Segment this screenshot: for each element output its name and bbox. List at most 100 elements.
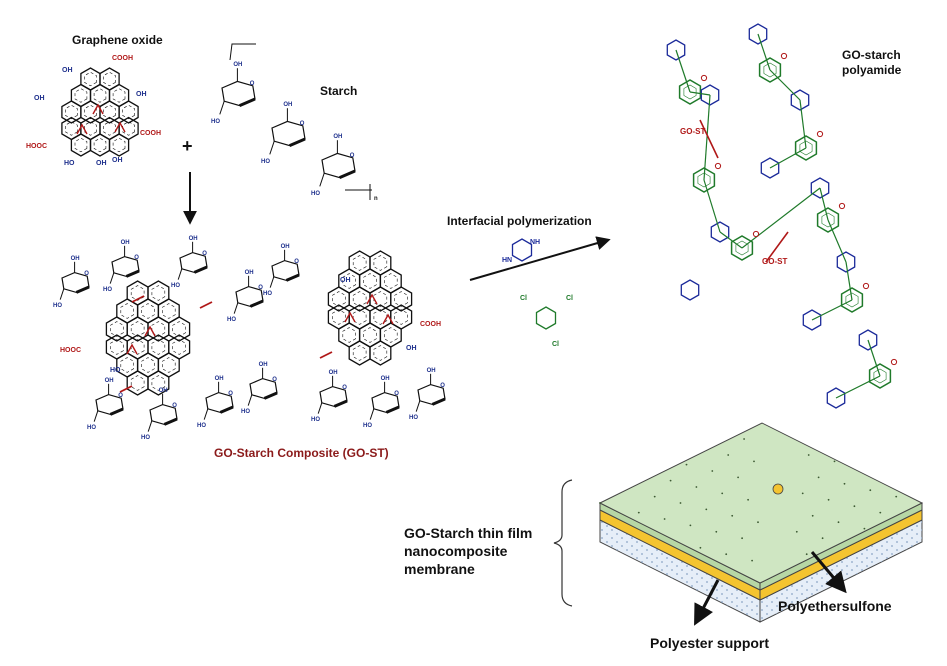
aromatic-inner	[74, 137, 88, 153]
aromatic-inner	[84, 71, 97, 87]
ester-link	[199, 301, 213, 309]
surface-pore	[895, 495, 898, 498]
membrane-label-line2: nanocomposite	[404, 543, 508, 559]
amide-bond	[845, 261, 853, 301]
ring-wedge	[239, 97, 256, 107]
nh-label: NH	[530, 239, 540, 246]
epoxide-bridge	[92, 103, 104, 115]
surface-pore	[663, 518, 666, 520]
ring-wedge	[109, 407, 124, 416]
carboxyl-label: COOH	[420, 321, 441, 328]
surface-pore	[795, 530, 798, 533]
atom-label: OH	[281, 244, 290, 250]
go-st-link	[765, 231, 789, 263]
aromatic-inner	[93, 88, 107, 103]
atom-label: HO	[141, 435, 150, 441]
substituent-bond	[233, 302, 239, 314]
surface-pore	[757, 521, 759, 524]
hydroxyl-label: OH	[62, 67, 73, 74]
aromatic-inner	[151, 339, 166, 355]
atom-label: OH	[329, 370, 338, 376]
surface-pore	[821, 537, 824, 540]
surface-pore	[689, 524, 692, 527]
benzene-inner	[821, 212, 835, 228]
aromatic-inner	[172, 321, 186, 337]
aromatic-inner	[332, 309, 346, 325]
atom-label: HO	[409, 415, 418, 421]
aromatic-inner	[130, 339, 145, 355]
surface-pore	[731, 514, 734, 517]
chloride-label: Cl	[520, 295, 527, 302]
polyethersulfone-label: Polyethersulfone	[778, 598, 892, 614]
benzene-inner	[683, 84, 697, 100]
aromatic-inner	[103, 121, 116, 136]
aromatic-inner	[112, 88, 126, 103]
aromatic-ring	[147, 370, 170, 396]
atom-label: OH	[71, 256, 80, 262]
surface-pore	[843, 482, 846, 485]
atom-label: OH	[233, 62, 242, 68]
benzene-inner	[735, 240, 749, 256]
amide-bond	[703, 94, 711, 181]
hydroxyl-label: HO	[64, 160, 75, 167]
amide-bond	[703, 179, 721, 233]
epoxide-bridge	[366, 293, 378, 305]
ring-oxygen: O	[272, 377, 277, 383]
benzene-ring	[678, 79, 702, 105]
carboxyl-label: HOOC	[26, 143, 47, 150]
hydroxyl-label: OH	[112, 157, 123, 164]
piperazine-ring	[810, 177, 830, 199]
amide-bond	[719, 231, 743, 249]
piperazine-ring	[790, 89, 810, 111]
aromatic-inner	[120, 357, 134, 373]
surface-pore	[695, 486, 698, 488]
aromatic-ring	[108, 133, 130, 157]
ring-oxygen: O	[118, 393, 123, 399]
hydroxyl-label: OH	[340, 277, 351, 284]
starch-label: Starch	[320, 84, 358, 98]
atom-label: HO	[311, 417, 320, 423]
benzene-ring	[840, 287, 864, 313]
ring-wedge	[249, 299, 264, 308]
aromatic-inner	[352, 309, 367, 325]
atom-label: HO	[171, 283, 180, 289]
aromatic-ring	[61, 100, 82, 124]
hydroxyl-label: OH	[136, 91, 147, 98]
benzene-inner	[799, 140, 813, 156]
ring-wedge	[385, 405, 400, 414]
aromatic-inner	[394, 309, 408, 325]
aromatic-inner	[363, 327, 377, 343]
aromatic-inner	[373, 309, 388, 325]
substituent-bond	[177, 268, 183, 280]
ester-link	[119, 385, 133, 393]
atom-label: OH	[427, 368, 436, 374]
surface-pore	[685, 463, 688, 466]
ring-oxygen: O	[394, 391, 399, 397]
ring-wedge	[339, 169, 356, 179]
atom-label: HO	[363, 423, 372, 429]
ring-oxygen: O	[250, 81, 255, 87]
surface-pore	[805, 553, 808, 556]
atom-label: HO	[227, 317, 236, 323]
piperazine-ring	[666, 39, 686, 61]
epoxide-bridge	[76, 123, 88, 135]
benzene-ring	[816, 207, 840, 233]
piperazine-ring	[680, 279, 700, 301]
atom-label: HO	[197, 423, 206, 429]
aromatic-ring	[369, 340, 392, 366]
benzene-inner	[763, 62, 777, 78]
substituent-bond	[147, 420, 153, 432]
atom-label: HO	[53, 303, 62, 309]
aromatic-inner	[110, 321, 124, 337]
membrane-surface-particles	[599, 438, 898, 562]
aromatic-inner	[151, 375, 166, 391]
aromatic-inner	[84, 121, 97, 136]
atom-label: HO	[211, 119, 220, 125]
aromatic-inner	[373, 345, 388, 361]
surface-pore	[869, 489, 872, 492]
composite-label: GO-Starch Composite (GO-ST)	[214, 446, 389, 460]
surface-pore	[705, 508, 708, 511]
